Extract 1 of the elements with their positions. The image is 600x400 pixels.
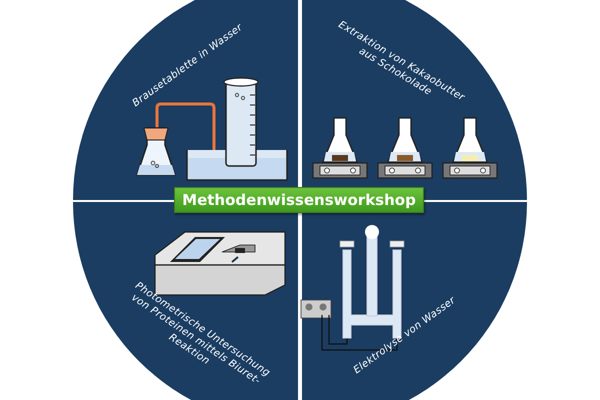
- title-banner: Methodenwissensworkshop: [174, 187, 424, 213]
